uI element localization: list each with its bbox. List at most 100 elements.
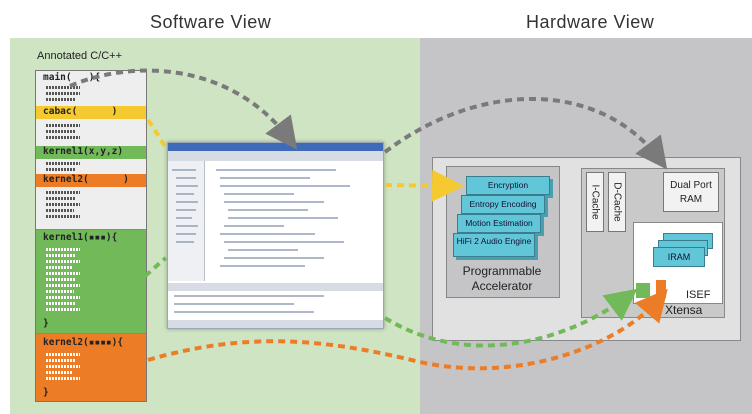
ide-text-line (174, 311, 314, 313)
ide-text-line (176, 185, 198, 187)
iram-block: IRAM (653, 247, 705, 267)
dpram-line2: RAM (679, 194, 703, 205)
code-header: Annotated C/C++ (37, 50, 123, 62)
code-dots (46, 162, 80, 165)
code-dots (46, 290, 74, 293)
code-kernel1-call-row: kernel1(x,y,z) (36, 146, 146, 159)
accelerator-card-encryption: Encryption (466, 176, 550, 195)
annotated-code-column: main( ){ cabac( ) kernel1(x,y,z) kernel2… (35, 70, 147, 402)
code-divider (36, 229, 146, 230)
code-dots (46, 130, 76, 133)
ide-text-line (176, 201, 198, 203)
ide-text-line (174, 295, 324, 297)
arrow-kernel2-to-isef-orange (147, 288, 668, 371)
ide-text-line (174, 303, 294, 305)
code-dots (46, 296, 80, 299)
code-dots (46, 86, 80, 89)
code-dots (46, 136, 80, 139)
ide-text-line (220, 177, 310, 179)
accelerator-label-line1: Programmable (462, 264, 542, 278)
icache-block: I-Cache (586, 172, 604, 232)
ide-text-line (176, 209, 196, 211)
dual-port-ram-block: Dual Port RAM (663, 172, 719, 212)
code-dots (46, 92, 80, 95)
ide-text-line (224, 225, 284, 227)
code-dots (46, 377, 80, 380)
code-kernel1-def: kernel1(▪▪▪){ (43, 232, 118, 243)
ide-text-line (224, 241, 344, 243)
code-gray-block (36, 187, 146, 229)
code-kernel2-call-row: kernel2( ) (36, 174, 146, 187)
accelerator-card-hifi2: HiFi 2 Audio Engine (453, 233, 535, 257)
code-dots (46, 302, 76, 305)
code-dots (46, 98, 76, 101)
code-dots (46, 197, 76, 200)
code-dots (46, 168, 76, 171)
code-kernel1-close: } (43, 318, 49, 329)
code-dots (46, 260, 80, 263)
ide-text-line (220, 185, 350, 187)
code-kernel1-call: kernel1(x,y,z) (43, 146, 124, 157)
code-cabac-row: cabac( ) (36, 106, 146, 119)
ide-text-line (176, 193, 194, 195)
code-dots (46, 371, 72, 374)
ide-text-line (176, 233, 196, 235)
accelerator-label: Programmable Accelerator (446, 264, 558, 294)
software-view-title: Software View (150, 12, 272, 32)
ide-sidebar (168, 161, 205, 281)
code-divider (36, 333, 146, 334)
code-dots (46, 124, 80, 127)
ide-text-line (224, 201, 324, 203)
code-dots (46, 266, 72, 269)
ide-text-line (216, 169, 336, 171)
code-dots (46, 203, 80, 206)
code-dots (46, 209, 74, 212)
ide-text-line (224, 193, 294, 195)
code-gray-block (36, 159, 146, 174)
code-dots (46, 272, 80, 275)
code-kernel2-def: kernel2(▪▪▪▪){ (43, 337, 124, 348)
code-dots (46, 248, 80, 251)
code-kernel2-call: kernel2( ) (43, 174, 129, 185)
isef-label: ISEF (686, 289, 711, 301)
arrow-kernel1-to-screen (143, 256, 168, 278)
ide-text-line (228, 209, 308, 211)
code-dots (46, 353, 80, 356)
arrow-screen-to-xtensa (383, 97, 668, 170)
code-dots (46, 365, 80, 368)
arrow-cabac-to-screen (146, 118, 168, 150)
code-kernel2-close: } (43, 387, 49, 398)
code-dots (46, 308, 80, 311)
ide-text-line (228, 217, 338, 219)
ide-text-line (176, 217, 192, 219)
accelerator-label-line2: Accelerator (471, 279, 533, 293)
code-kernel2-def-block: kernel2(▪▪▪▪){ } (36, 334, 146, 401)
xtensa-label: Xtensa (665, 303, 703, 317)
hardware-view-title: Hardware View (526, 12, 655, 32)
ide-text-line (172, 169, 196, 171)
code-kernel1-def-block: kernel1(▪▪▪){ } (36, 230, 146, 333)
arrow-main-to-screen (69, 68, 298, 150)
code-dots (46, 278, 76, 281)
code-cabac: cabac( ) (43, 106, 118, 117)
ide-status-bar (168, 320, 383, 328)
ide-text-line (176, 225, 198, 227)
accelerator-card-entropy: Entropy Encoding (461, 195, 545, 214)
ide-text-line (176, 177, 196, 179)
ide-text-line (176, 241, 194, 243)
code-gray-block (36, 119, 146, 146)
ide-toolbar (168, 151, 383, 161)
code-dots (46, 215, 80, 218)
arrow-screen-to-isef-green (383, 288, 638, 348)
ide-text-line (228, 249, 298, 251)
accelerator-card-motion: Motion Estimation (457, 214, 541, 233)
ide-text-line (220, 233, 315, 235)
code-dots (46, 191, 80, 194)
dcache-block: D-Cache (608, 172, 626, 232)
ide-text-line (220, 265, 305, 267)
dpram-line1: Dual Port (670, 180, 712, 191)
code-dots (46, 359, 76, 362)
ide-panel-tabs (168, 283, 383, 291)
code-dots (46, 284, 80, 287)
